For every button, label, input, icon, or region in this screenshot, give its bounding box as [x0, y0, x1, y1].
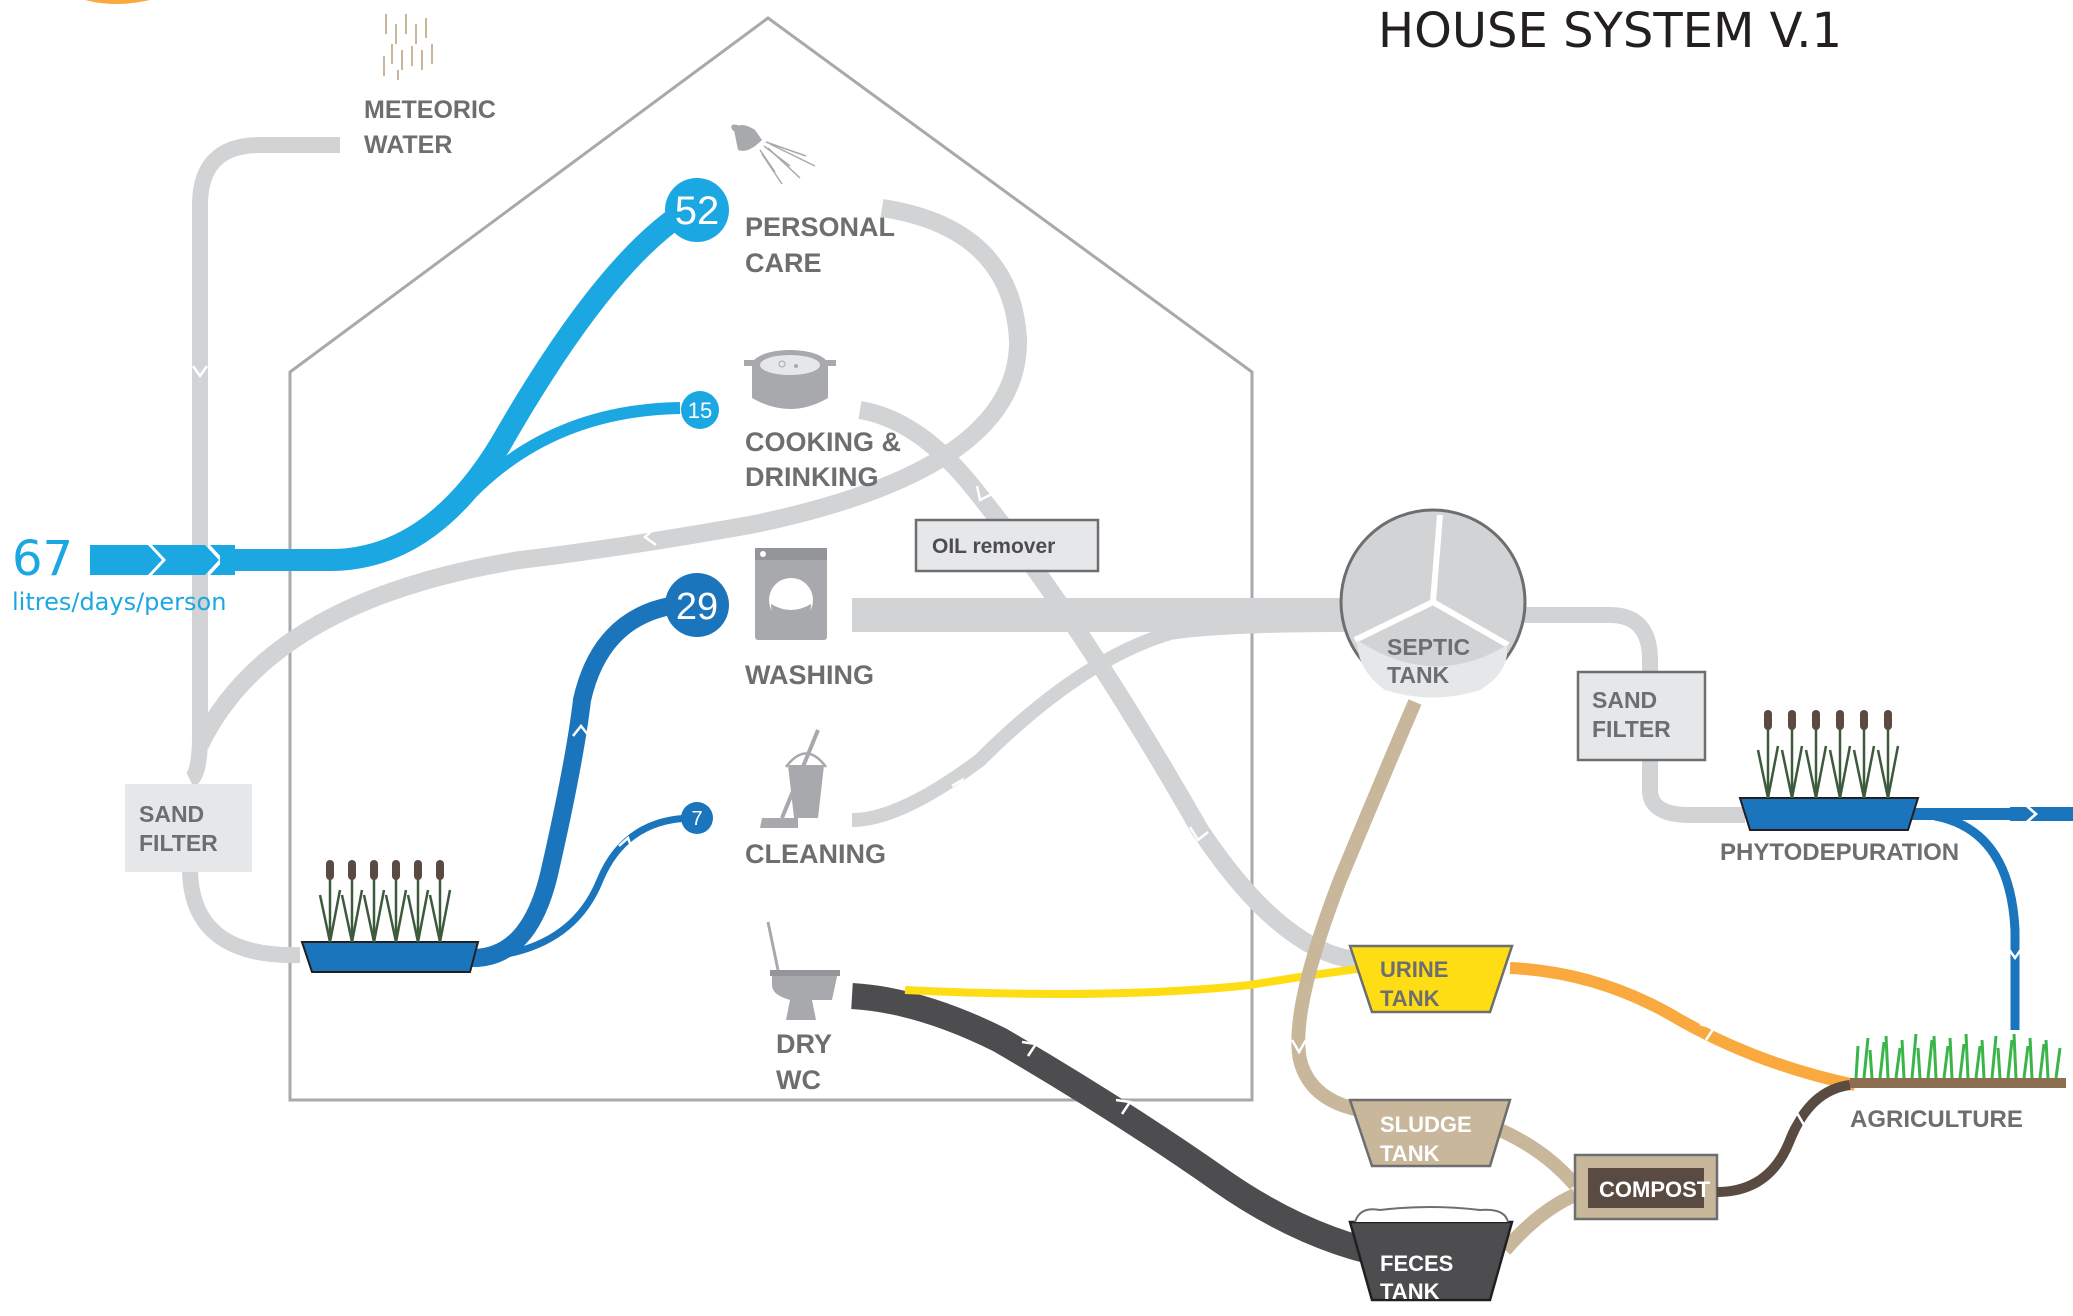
septic-tank	[1339, 508, 1527, 698]
intake-value: 67	[12, 531, 73, 587]
cooking-litres: 15	[688, 398, 712, 423]
urine-tank-label-line2: TANK	[1380, 986, 1440, 1011]
intake-arrow	[90, 545, 235, 575]
pot-icon	[744, 350, 836, 409]
oil-remover-box	[914, 518, 1100, 573]
dry-wc-label-line1: DRY	[776, 1029, 832, 1059]
page-title: HOUSE SYSTEM V.1	[1378, 3, 1842, 59]
urine-pipe	[904, 964, 1366, 998]
sand-filter-right-line2: FILTER	[1592, 716, 1671, 742]
cooking-litres-badge	[681, 391, 719, 429]
dry-wc-label-line2: WC	[776, 1065, 821, 1095]
septic-flow-arrow	[1290, 1039, 1308, 1055]
feces-tank-label-line1: FECES	[1380, 1251, 1453, 1276]
phyto-to-washing-pipe	[469, 597, 672, 967]
meteoric-pipe	[185, 137, 340, 788]
cleaning-litres: 7	[691, 808, 702, 830]
feces-tank	[1348, 1206, 1514, 1302]
intake-to-cooking-pipe	[344, 402, 681, 566]
rain-icon	[383, 14, 433, 80]
cooking-label-line2: DRINKING	[745, 462, 879, 492]
feces-pipe	[851, 983, 1422, 1273]
compost-label: COMPOST	[1599, 1177, 1711, 1202]
shower-icon	[731, 124, 816, 185]
sand-filter-to-phytodepuration-pipe	[1642, 755, 1745, 823]
mop-bucket-icon	[760, 729, 828, 828]
meteoric-label-line2: WATER	[364, 131, 452, 159]
feces-tank-label-line2: TANK	[1380, 1279, 1440, 1304]
agriculture-label: AGRICULTURE	[1850, 1106, 2023, 1133]
sand-filter-right	[1576, 670, 1707, 762]
sand-filter-to-phyto-pipe	[182, 867, 301, 964]
phytodepuration-label: PHYTODEPURATION	[1720, 839, 1959, 866]
cooking-label-line1: COOKING &	[745, 427, 901, 457]
washing-litres-badge	[665, 573, 729, 637]
septic-to-sand-filter-pipe	[1520, 607, 1658, 672]
cooking-pipe	[858, 401, 1357, 969]
toilet-icon	[766, 921, 840, 1020]
cleaning-label: CLEANING	[745, 839, 886, 869]
washing-litres: 29	[676, 586, 718, 628]
reeds-icon-right	[1756, 712, 1900, 799]
septic-label-line2: TANK	[1387, 662, 1450, 688]
sand-filter-left	[125, 784, 252, 872]
sand-filter-left-line2: FILTER	[139, 830, 218, 856]
urine-tank-label-line1: URINE	[1380, 957, 1448, 982]
cleaning-litres-badge	[681, 802, 713, 834]
meteoric-label-line1: METEORIC	[364, 96, 496, 124]
urine-tank	[1348, 944, 1514, 1014]
house-phytodepuration-tray	[300, 860, 480, 973]
sludge-to-compost-pipe	[1497, 1123, 1581, 1190]
personal-care-return-pipe	[191, 199, 1028, 749]
personal-care-label-line1: PERSONAL	[745, 212, 895, 242]
personal-care-label-line2: CARE	[745, 248, 822, 278]
personal-care-litres: 52	[675, 189, 720, 233]
feces-to-compost-pipe	[1499, 1188, 1578, 1255]
compost-to-agriculture-pipe	[1716, 1080, 1851, 1197]
phytodepuration-to-agriculture-pipe	[1934, 811, 2020, 1030]
compost-flow-arrow	[1788, 1110, 1806, 1126]
fresh-water-pipes	[220, 205, 687, 571]
outflow-arrow	[2010, 807, 2073, 821]
intake-unit: litres/days/person	[12, 588, 226, 616]
oil-remover-label: OIL remover	[932, 535, 1055, 558]
personal-care-litres-badge	[665, 178, 729, 242]
washing-flow-chevrons	[900, 598, 1345, 632]
septic-label-line1: SEPTIC	[1387, 634, 1470, 660]
grass-icon	[1850, 1033, 2066, 1088]
urine-flow-arrow	[1699, 1022, 1716, 1041]
septic-to-sludge-pipe	[1291, 699, 1422, 1117]
compost-box	[1573, 1153, 1719, 1221]
corner-sun-arc	[85, 0, 150, 4]
feces-flow-arrows	[1021, 1040, 1133, 1115]
sludge-tank	[1348, 1098, 1512, 1168]
phytodepuration-tray	[1738, 710, 1920, 831]
grey-flow-arrows	[191, 365, 1209, 842]
sand-filter-left-line1: SAND	[139, 801, 204, 827]
urine-to-agriculture-pipe	[1509, 962, 1857, 1091]
washing-machine-icon	[755, 548, 827, 640]
washing-label: WASHING	[745, 660, 874, 690]
recycled-flow-arrows	[572, 723, 2024, 961]
recycled-water-pipes	[469, 597, 2020, 1030]
sand-filter-right-line1: SAND	[1592, 687, 1657, 713]
reeds-icon	[318, 862, 452, 943]
sludge-tank-label-line1: SLUDGE	[1380, 1112, 1472, 1137]
sludge-tank-label-line2: TANK	[1380, 1141, 1440, 1166]
phyto-to-cleaning-pipe	[469, 814, 691, 962]
